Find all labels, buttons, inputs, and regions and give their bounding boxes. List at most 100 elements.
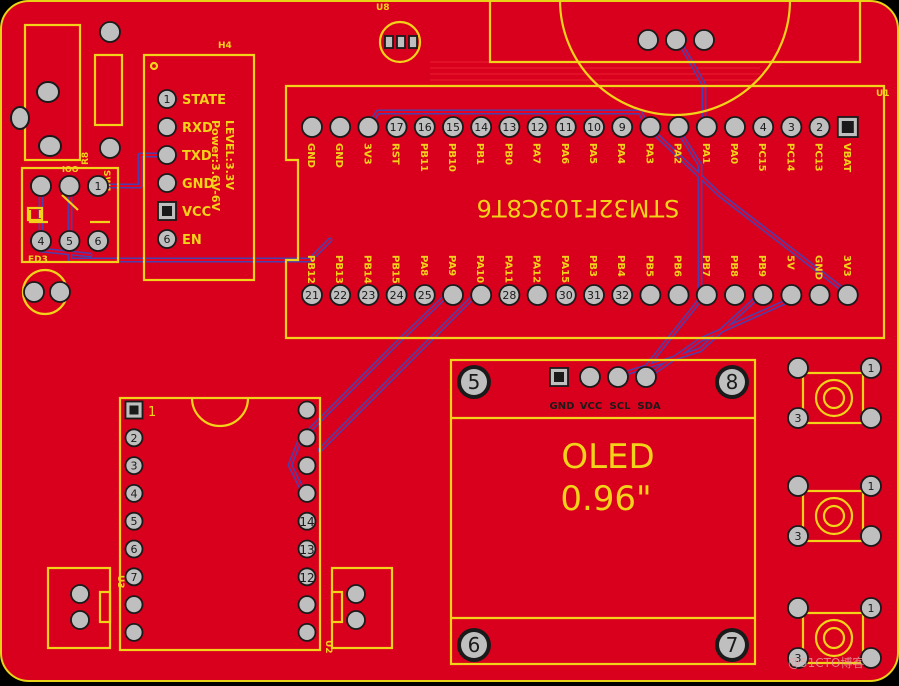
stm32-top-pin-pb0[interactable] xyxy=(498,116,521,138)
stm32-bottom-pin-pb5[interactable] xyxy=(639,284,662,306)
push-button-2-pin-a[interactable] xyxy=(787,475,809,497)
stm32-bottom-pin-pa10[interactable] xyxy=(470,284,493,306)
ed3-pin-a[interactable] xyxy=(23,281,45,303)
stm32-top-pin-pb11[interactable] xyxy=(413,116,436,138)
u3-left-pin-9[interactable] xyxy=(124,623,144,642)
stm32-bottom-pin-pb13[interactable] xyxy=(329,284,352,306)
stm32-bottom-pin-pa9[interactable] xyxy=(442,284,464,306)
stm32-top-pin-pc13[interactable] xyxy=(808,116,831,138)
u3-right-pin-2[interactable] xyxy=(297,428,317,448)
stm32-top-pin-pb1[interactable] xyxy=(470,116,493,138)
u3-left-pin-7[interactable] xyxy=(124,567,144,587)
u3-left-pin-3[interactable] xyxy=(124,456,144,476)
top-module-pin-a[interactable] xyxy=(637,29,659,51)
sw1-pin-3[interactable] xyxy=(87,175,109,197)
u3-right-pin-7[interactable] xyxy=(297,567,317,587)
r8-pin-bottom[interactable] xyxy=(99,137,121,159)
u3-right-pin-9[interactable] xyxy=(297,623,317,642)
stm32-top-pin-pa1[interactable] xyxy=(695,116,718,138)
stm32-bottom-pin-3v3[interactable] xyxy=(836,284,859,306)
top-module-pin-b[interactable] xyxy=(665,29,687,51)
stm32-top-pin-pa7[interactable] xyxy=(526,116,549,138)
push-button-2[interactable]: 13 xyxy=(787,475,882,547)
stm32-bottom-pin-pb4[interactable] xyxy=(611,284,634,306)
stm32-bottom-pin-pb7[interactable] xyxy=(695,284,718,306)
header-left-pin-b[interactable] xyxy=(70,610,90,630)
stm32-bottom-pin-pb15[interactable] xyxy=(385,284,408,306)
u3-left-pin-4[interactable] xyxy=(124,483,144,503)
u8-pin-2[interactable] xyxy=(396,35,406,49)
stm32-top-pin-pa3[interactable] xyxy=(639,116,662,138)
oled-pin-scl[interactable] xyxy=(607,366,629,388)
bt-pin-state[interactable] xyxy=(157,89,177,109)
push-button-1-pin-1[interactable] xyxy=(860,357,882,379)
stm32-top-pin-gnd[interactable] xyxy=(329,116,352,138)
jack-pin-b[interactable] xyxy=(10,106,30,130)
header-right-pin-a[interactable] xyxy=(346,584,366,604)
stm32-bottom-pin-pa8[interactable] xyxy=(413,284,436,306)
push-button-2-pin-1[interactable] xyxy=(860,475,882,497)
push-button-3-pin-b[interactable] xyxy=(860,647,882,669)
bt-pin-en[interactable] xyxy=(157,229,177,249)
stm32-top-pin-pa0[interactable] xyxy=(724,116,746,138)
push-button-3-pin-3[interactable] xyxy=(787,647,809,669)
sw1-pin-5[interactable] xyxy=(58,230,81,252)
bt-pin-txd[interactable] xyxy=(157,145,177,165)
stm32-bottom-pin-pb8[interactable] xyxy=(724,284,746,306)
jack-pin-a[interactable] xyxy=(36,81,60,103)
stm32-bottom-pin-pb14[interactable] xyxy=(357,284,380,306)
oled-pin-sda[interactable] xyxy=(635,366,657,388)
u3-left-pin-8[interactable] xyxy=(124,595,144,614)
stm32-bottom-pin-pb9[interactable] xyxy=(752,284,775,306)
sw1-pin-1[interactable] xyxy=(30,175,52,197)
header-right-pin-b[interactable] xyxy=(346,610,366,630)
stm32-bottom-pin-gnd[interactable] xyxy=(808,284,831,306)
u3-left-pin-5[interactable] xyxy=(124,511,144,531)
stm32-bottom-pin-pb6[interactable] xyxy=(667,284,690,306)
u3-right-pin-8[interactable] xyxy=(297,595,317,614)
stm32-top-pin-gnd[interactable] xyxy=(301,116,323,138)
push-button-1[interactable]: 13 xyxy=(787,357,882,429)
stm32-top-pin-pa4[interactable] xyxy=(611,116,634,138)
oled-pin-vcc[interactable] xyxy=(579,366,601,388)
header-left-pin-a[interactable] xyxy=(70,584,90,604)
push-button-2-pin-b[interactable] xyxy=(860,525,882,547)
stm32-bottom-pin-pb12[interactable] xyxy=(301,284,323,306)
r8-pin-top[interactable] xyxy=(99,21,121,43)
stm32-top-pin-3v3[interactable] xyxy=(357,116,380,138)
jack-pin-c[interactable] xyxy=(38,135,62,157)
stm32-top-pin-pa2[interactable] xyxy=(667,116,690,138)
u3-right-pin-6[interactable] xyxy=(297,539,317,559)
sw1-pin-6[interactable] xyxy=(87,230,109,252)
u3-left-pin-6[interactable] xyxy=(124,539,144,559)
u3-right-pin-5[interactable] xyxy=(297,511,317,531)
bt-pin-rxd[interactable] xyxy=(157,117,177,137)
stm32-top-pin-pc14[interactable] xyxy=(780,116,803,138)
sw1-pin-2[interactable] xyxy=(58,175,81,197)
ed3-pin-b[interactable] xyxy=(49,281,71,303)
push-button-3-pin-1[interactable] xyxy=(860,597,882,619)
push-button-3[interactable]: 13 xyxy=(787,597,882,669)
bt-pin-gnd[interactable] xyxy=(157,173,177,193)
top-module-pin-c[interactable] xyxy=(693,29,715,51)
u3-left-pin-2[interactable] xyxy=(124,428,144,448)
u3-right-pin-4[interactable] xyxy=(297,483,317,503)
u3-right-pin-3[interactable] xyxy=(297,456,317,476)
u8-pin-1[interactable] xyxy=(384,35,394,49)
push-button-1-pin-3[interactable] xyxy=(787,407,809,429)
stm32-top-pin-pc15[interactable] xyxy=(752,116,775,138)
stm32-bottom-pin-pb3[interactable] xyxy=(583,284,605,306)
stm32-top-pin-pb10[interactable] xyxy=(442,116,464,138)
stm32-bottom-pin-pa15[interactable] xyxy=(554,284,577,306)
push-button-2-pin-3[interactable] xyxy=(787,525,809,547)
sw1-pin-4[interactable] xyxy=(30,230,52,252)
stm32-top-pin-pa5[interactable] xyxy=(583,116,605,138)
stm32-bottom-pin-pa12[interactable] xyxy=(526,284,549,306)
stm32-top-pin-pa6[interactable] xyxy=(554,116,577,138)
stm32-bottom-pin-pa11[interactable] xyxy=(498,284,521,306)
stm32-top-pin-rst[interactable] xyxy=(385,116,408,138)
push-button-1-pin-b[interactable] xyxy=(860,407,882,429)
push-button-1-pin-a[interactable] xyxy=(787,357,809,379)
u3-right-pin-1[interactable] xyxy=(297,400,317,420)
stm32-bottom-pin-5v[interactable] xyxy=(780,284,803,306)
